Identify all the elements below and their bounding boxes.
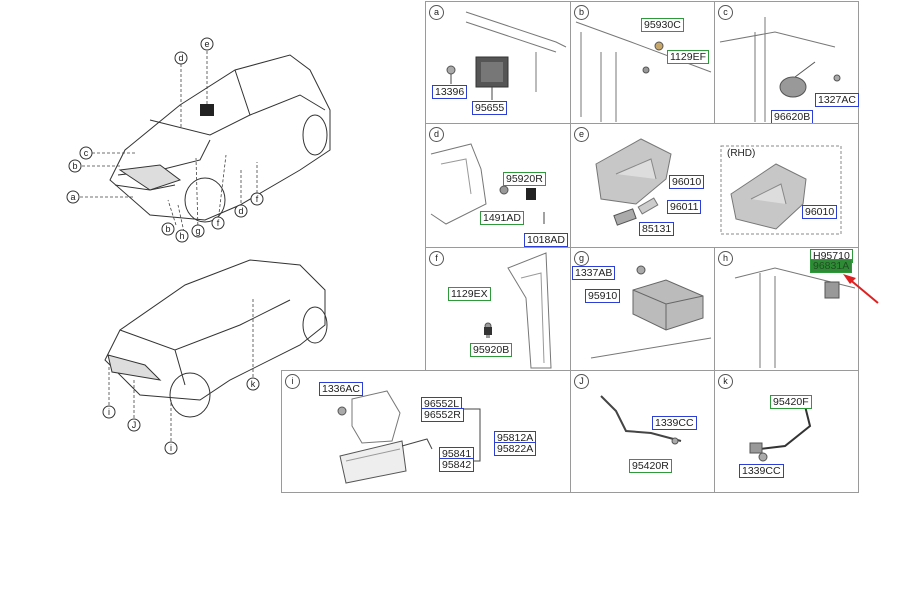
part-label: 1129EX (448, 287, 491, 301)
part-label: 95812A (494, 431, 537, 445)
panel-b: b 95930C 1129EF (570, 1, 715, 124)
part-label: 96011 (667, 200, 702, 214)
rear-car-drawing (104, 259, 328, 418)
panel-d: d 95920R 1491AD 1018AD (425, 123, 571, 248)
panel-k: k 95420F 1339CC (714, 370, 859, 493)
callout-label: k (251, 379, 256, 389)
part-label: 13396 (432, 85, 468, 99)
panel-letter: g (574, 251, 589, 266)
part-label: 1339CC (652, 416, 697, 430)
callout-label: i (108, 407, 110, 417)
module-a-mark (200, 104, 214, 116)
panel-g: g 1337AB 95910 (570, 247, 715, 371)
panel-a-drawing (446, 11, 567, 100)
callout-label: h (179, 231, 184, 241)
callout-label: f (256, 194, 259, 204)
front-car-drawing (109, 54, 331, 223)
part-label: 1018AD (524, 233, 568, 247)
part-label-highlighted: 96831A (810, 259, 853, 273)
part-label: 95420R (629, 459, 672, 473)
panel-f-drawing (484, 252, 552, 369)
part-label: 95920R (503, 172, 546, 186)
part-label: 95930C (641, 18, 684, 32)
panel-letter: a (429, 5, 444, 20)
panel-i: i 1336AC 96552L 96552R 95812A 95822A 958… (281, 370, 571, 493)
panel-J: J 1339CC 95420R (570, 370, 715, 493)
panel-k-drawing (749, 405, 812, 462)
panel-letter: c (718, 5, 733, 20)
part-label: 96620B (771, 110, 814, 124)
part-label: 96010 (802, 205, 838, 219)
callout-label: g (195, 226, 200, 236)
part-label: 1491AD (480, 211, 524, 225)
panel-letter: J (574, 374, 589, 389)
callout-label: J (132, 420, 137, 430)
panel-g-drawing (590, 265, 712, 359)
panel-letter: k (718, 374, 733, 389)
callout-label: i (170, 443, 172, 453)
rhd-note: (RHD) (727, 148, 756, 159)
callout-markers (66, 37, 264, 455)
part-label: 1336AC (319, 382, 363, 396)
panel-i-drawing (337, 390, 481, 484)
callout-label: c (84, 148, 89, 158)
panel-h: h H95710 96831A (714, 247, 859, 371)
part-label: 85131 (639, 222, 675, 236)
callout-label: e (204, 39, 209, 49)
callout-label: a (70, 192, 75, 202)
panel-J-drawing (600, 395, 682, 445)
panel-letter: i (285, 374, 300, 389)
panel-letter: e (574, 127, 589, 142)
callout-label: d (238, 206, 243, 216)
panel-letter: f (429, 251, 444, 266)
part-label: 96010 (669, 175, 705, 189)
panel-d-drawing (430, 143, 545, 225)
part-label: 95920B (470, 343, 513, 357)
panel-e: e (RHD) 96010 96011 85131 96010 (570, 123, 859, 248)
panel-h-drawing (734, 267, 856, 368)
panel-f: f 1129EX 95920B (425, 247, 571, 371)
part-label: 95910 (585, 289, 621, 303)
part-label: 1337AB (572, 266, 616, 280)
panel-e-drawing (595, 138, 842, 235)
part-label: 1339CC (739, 464, 784, 478)
panel-c: c 1327AC 96620B (714, 1, 859, 124)
part-label: 95655 (472, 101, 508, 115)
part-label: 1327AC (815, 93, 859, 107)
part-label: 95420F (770, 395, 812, 409)
panel-c-drawing (719, 17, 841, 122)
vehicle-overview: d e c b a b h g f d f k i J i (66, 37, 331, 455)
panel-letter: b (574, 5, 589, 20)
panel-letter: h (718, 251, 733, 266)
panel-letter: d (429, 127, 444, 142)
part-label: 95842 (439, 458, 475, 472)
callout-label: b (165, 224, 170, 234)
panel-a: a 13396 95655 (425, 1, 571, 124)
callout-label: f (217, 218, 220, 228)
part-label: 1129EF (667, 50, 709, 64)
callout-label: b (72, 161, 77, 171)
part-label: 96552R (421, 408, 464, 422)
part-label: 95822A (494, 442, 537, 456)
leader-lines (80, 51, 258, 441)
callout-label: d (178, 53, 183, 63)
